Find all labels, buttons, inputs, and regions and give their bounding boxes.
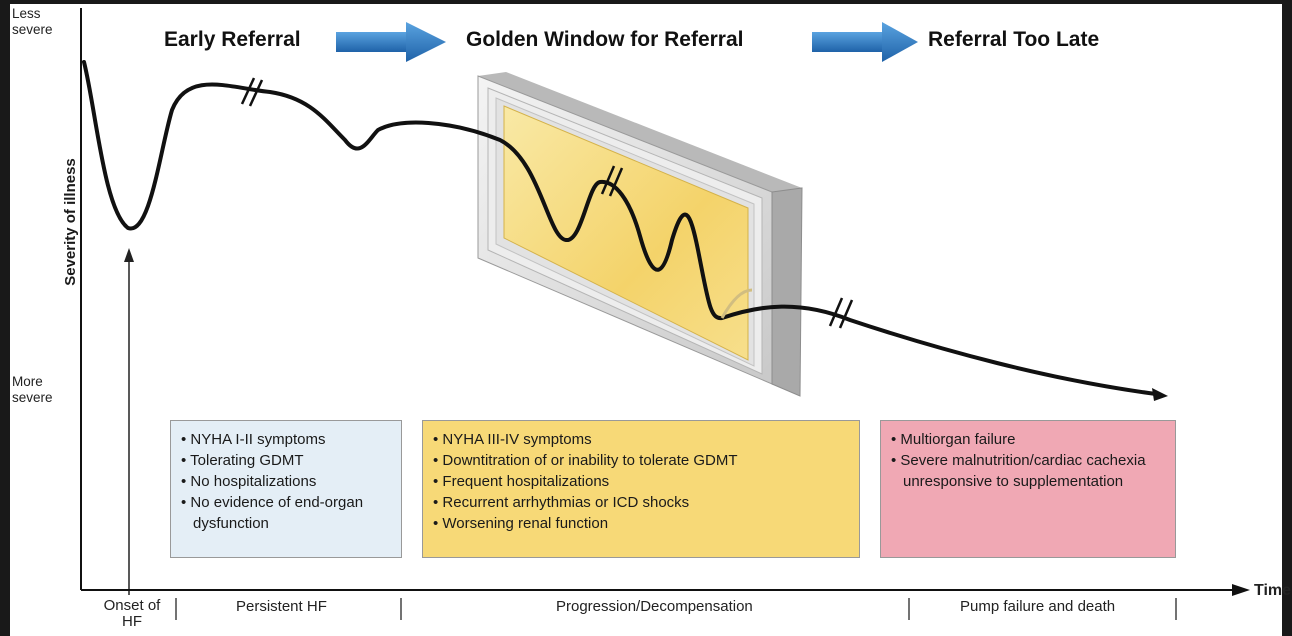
y-axis-top-label: Less severe <box>12 6 53 37</box>
break-marks <box>240 77 854 329</box>
y-axis-title: Severity of illness <box>62 158 79 286</box>
referral-too-late-box: Multiorgan failure Severe malnutrition/c… <box>880 420 1176 558</box>
stage-onset: Onset of HF <box>103 597 161 630</box>
list-item: Recurrent arrhythmias or ICD shocks <box>433 492 849 513</box>
golden-window-box: NYHA III-IV symptoms Downtitration of or… <box>422 420 860 558</box>
stage-dividers <box>175 598 1177 620</box>
phase-golden-window: Golden Window for Referral <box>466 28 744 51</box>
stage-persistent-hf: Persistent HF <box>236 598 327 615</box>
list-item: Tolerating GDMT <box>181 450 391 471</box>
stage-progression: Progression/Decompensation <box>556 598 753 615</box>
severity-curve <box>82 60 1158 396</box>
list-item: Severe malnutrition/cardiac cachexia unr… <box>891 450 1165 492</box>
phase-arrow-2 <box>812 22 918 62</box>
list-item: No hospitalizations <box>181 471 391 492</box>
y-axis-bottom-label: More severe <box>12 374 53 405</box>
stage-pump-failure: Pump failure and death <box>960 598 1116 615</box>
curve-arrowhead <box>1152 388 1168 401</box>
phase-early-referral: Early Referral <box>164 28 301 51</box>
list-item: Multiorgan failure <box>891 429 1165 450</box>
list-item: Downtitration of or inability to tolerat… <box>433 450 849 471</box>
list-item: NYHA III-IV symptoms <box>433 429 849 450</box>
x-axis-title: Time <box>1254 582 1292 599</box>
phase-arrow-1 <box>336 22 446 62</box>
list-item: No evidence of end-organ dysfunction <box>181 492 391 534</box>
x-axis-arrowhead <box>1232 584 1250 596</box>
list-item: NYHA I-II symptoms <box>181 429 391 450</box>
list-item: Frequent hospitalizations <box>433 471 849 492</box>
early-referral-box: NYHA I-II symptoms Tolerating GDMT No ho… <box>170 420 402 558</box>
phase-arrows <box>336 22 918 62</box>
list-item: Worsening renal function <box>433 513 849 534</box>
phase-referral-too-late: Referral Too Late <box>928 28 1100 51</box>
